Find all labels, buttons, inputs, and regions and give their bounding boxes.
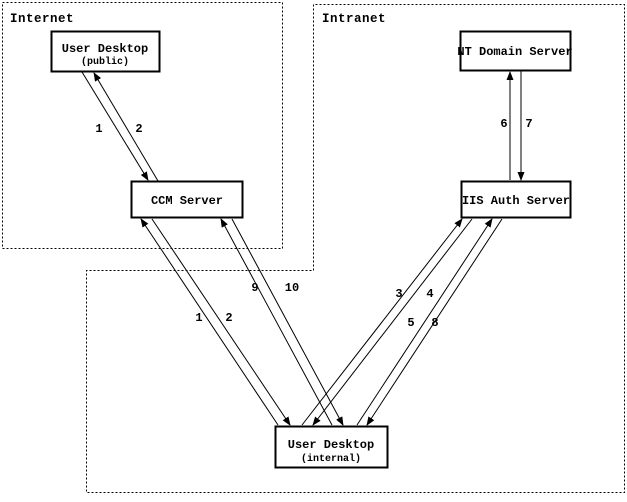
node-user-desktop-public: User Desktop (public) [50, 30, 161, 73]
node-user-desktop-internal: User Desktop (internal) [274, 425, 389, 469]
edge-label-8: 8 [431, 316, 438, 330]
zone-internet-border [2, 2, 283, 249]
arrow-8-iis-to-internal [366, 218, 503, 426]
node-nt-domain-server: NT Domain Server [457, 30, 573, 72]
node-ccm-server: CCM Server [130, 180, 244, 219]
edge-label-2-internal: 2 [225, 311, 232, 325]
zone-intranet-border [86, 4, 625, 493]
arrow-5-internal-to-iis [356, 218, 493, 426]
node-user-desktop-public-title: User Desktop [62, 42, 148, 56]
edge-label-6: 6 [500, 117, 507, 131]
node-user-desktop-public-box [50, 30, 161, 73]
node-nt-domain-server-box [459, 30, 572, 72]
node-user-desktop-internal-box [274, 425, 389, 469]
node-ccm-server-title: CCM Server [151, 194, 223, 208]
node-boxes: User Desktop (public) CCM Server NT Doma… [50, 30, 573, 469]
zone-intranet-label: Intranet [322, 12, 386, 26]
node-user-desktop-internal-title: User Desktop [288, 438, 374, 452]
node-ccm-server-box [130, 180, 244, 219]
arrow-3-internal-to-iis [301, 218, 463, 426]
node-nt-domain-server-title: NT Domain Server [457, 45, 572, 59]
arrow-group [81, 71, 525, 426]
edge-labels: 1 2 1 2 9 10 3 4 5 8 6 7 [95, 117, 532, 330]
edge-label-5: 5 [407, 316, 414, 330]
arrow-1-public-to-ccm [81, 71, 149, 181]
node-user-desktop-internal-subtitle: (internal) [301, 453, 361, 465]
arrow-10-ccm-to-internal [231, 218, 344, 426]
arrow-4-iis-to-internal [312, 218, 473, 426]
edge-label-1-internal: 1 [195, 311, 202, 325]
zone-internet-label: Internet [10, 12, 74, 26]
node-iis-auth-server: IIS Auth Server [460, 180, 572, 219]
edge-label-10: 10 [285, 281, 299, 295]
arrow-9-internal-to-ccm [220, 218, 333, 426]
edge-label-7: 7 [525, 117, 532, 131]
arrow-2-ccm-to-public [93, 72, 159, 182]
edge-label-9: 9 [251, 281, 258, 295]
edge-label-2-public: 2 [135, 122, 142, 136]
arrow-1-internal-to-ccm [140, 218, 279, 426]
edge-label-3: 3 [395, 287, 402, 301]
node-iis-auth-server-box [460, 180, 572, 219]
edge-label-1-public: 1 [95, 122, 102, 136]
node-user-desktop-public-subtitle: (public) [81, 56, 129, 68]
arrow-2-ccm-to-internal [151, 218, 291, 426]
node-iis-auth-server-title: IIS Auth Server [462, 194, 570, 208]
edge-label-4: 4 [426, 287, 433, 301]
